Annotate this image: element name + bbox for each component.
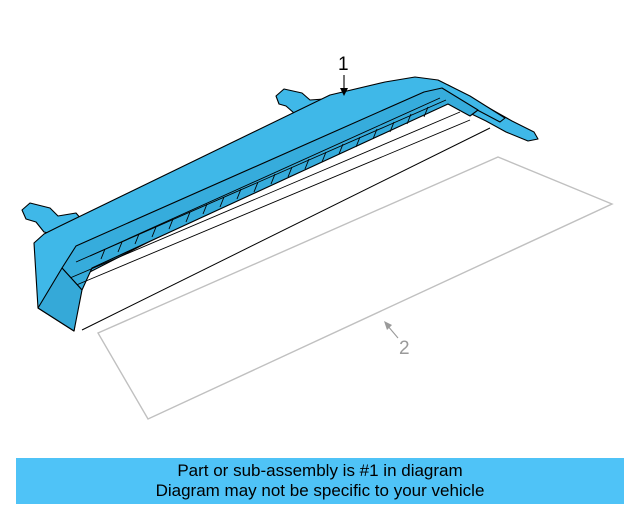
part-2-outline bbox=[97, 156, 614, 420]
part-1-base-edge bbox=[81, 127, 491, 331]
part-1-groove-1 bbox=[73, 119, 471, 287]
parts-diagram: 1 2 bbox=[21, 54, 614, 420]
caption-line-2: Diagram may not be specific to your vehi… bbox=[155, 481, 485, 500]
caption-bar: Part or sub-assembly is #1 in diagram Di… bbox=[16, 458, 624, 504]
part-1-lens bbox=[61, 87, 479, 291]
caption-line-1: Part or sub-assembly is #1 in diagram bbox=[177, 461, 463, 480]
part-1-lamp bbox=[21, 76, 539, 332]
callout-1-label: 1 bbox=[338, 54, 349, 75]
part-1-end-cap bbox=[37, 267, 83, 332]
callout-1: 1 bbox=[338, 54, 349, 96]
part-1-groove-4 bbox=[89, 97, 441, 257]
part-1-groove-3 bbox=[75, 99, 447, 263]
part-1-groove-2 bbox=[69, 111, 461, 279]
part-2-glass bbox=[97, 156, 614, 420]
callout-2-label: 2 bbox=[399, 338, 410, 359]
callout-2-arrowhead bbox=[384, 321, 392, 330]
part-1-led-segments bbox=[100, 106, 429, 260]
callout-1-arrowhead bbox=[340, 88, 348, 96]
callout-2: 2 bbox=[384, 321, 410, 359]
